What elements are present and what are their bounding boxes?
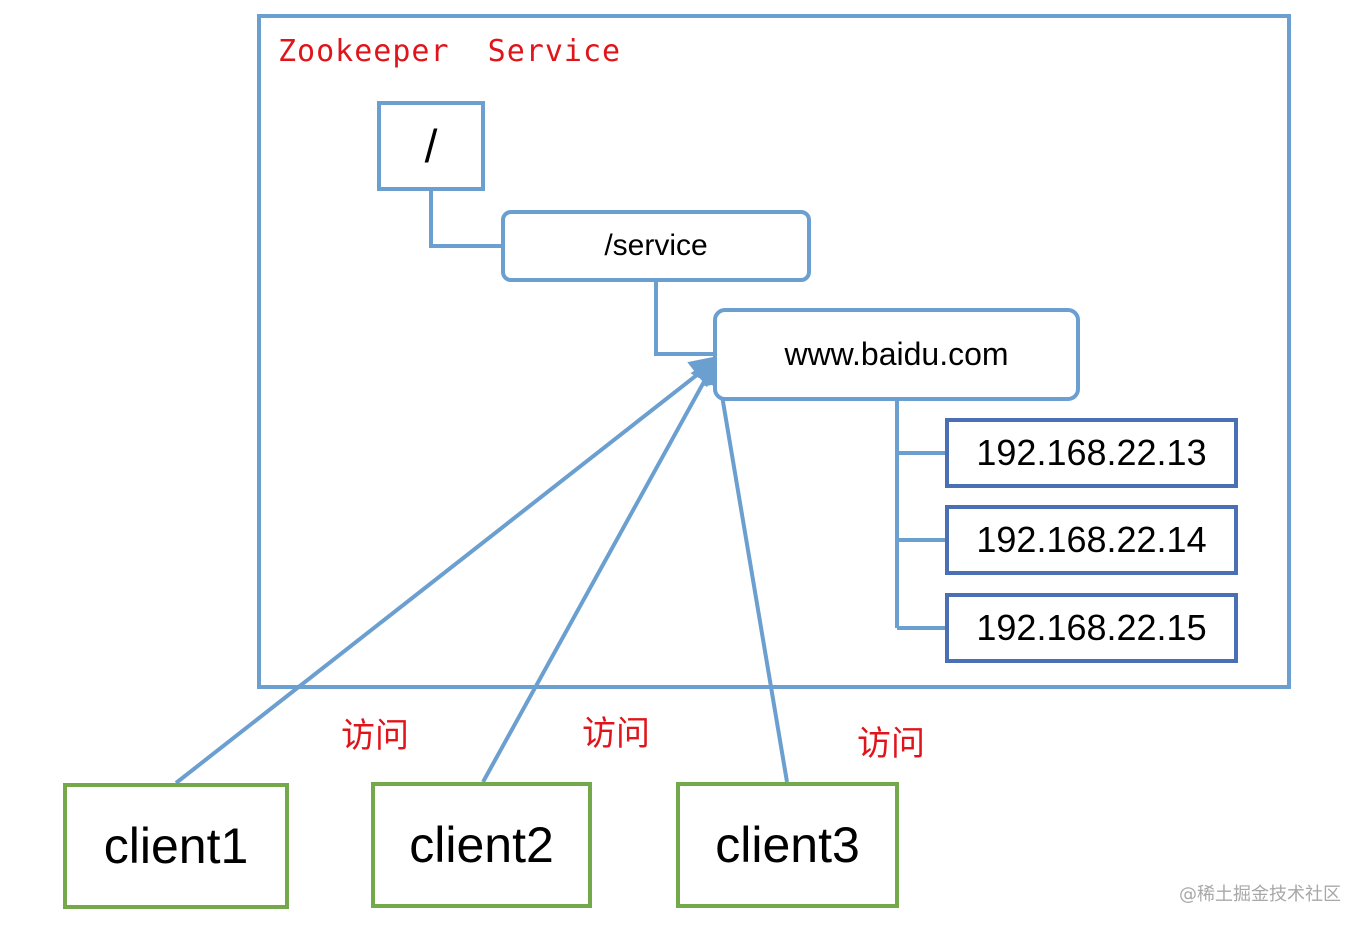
node-service: /service [501,210,811,282]
node-ip-3: 192.168.22.15 [945,593,1238,663]
edge-root-service [429,191,501,248]
arrow-client3 [704,352,789,783]
access-label-1: 访问 [341,716,409,756]
client-2: client2 [371,782,592,908]
zookeeper-service-frame [257,14,1291,689]
node-baidu: www.baidu.com [713,308,1080,401]
frame-title: Zookeeper Service [278,34,622,69]
node-root: / [377,101,485,191]
client-1: client1 [63,783,289,909]
watermark: @稀土掘金技术社区 [1179,884,1341,905]
node-ip-2: 192.168.22.14 [945,505,1238,575]
edge-service-baidu [654,282,713,356]
access-label-3: 访问 [857,724,925,764]
arrow-client1 [174,355,723,785]
arrow-client2 [481,352,720,783]
client-3: client3 [676,782,899,908]
access-label-2: 访问 [582,714,650,754]
node-ip-1: 192.168.22.13 [945,418,1238,488]
